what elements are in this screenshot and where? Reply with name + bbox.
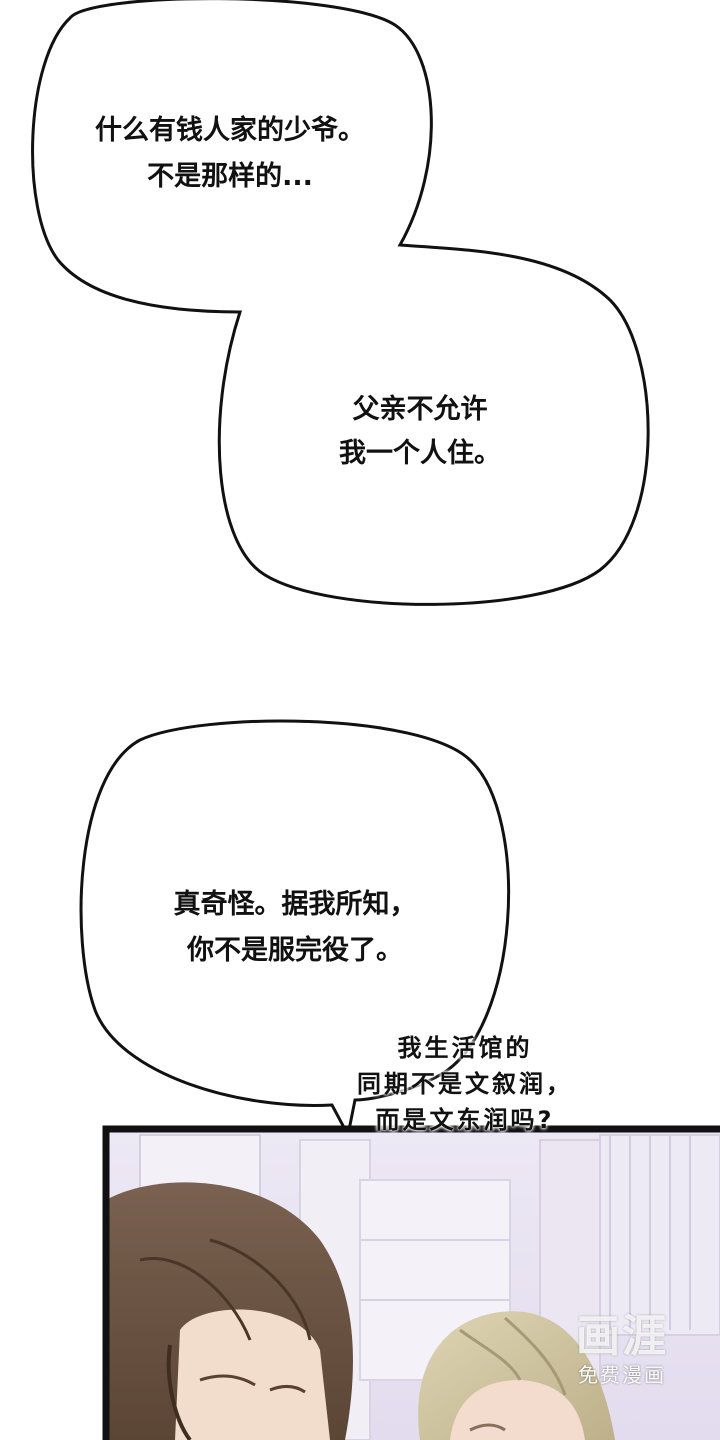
watermark-caption: 免费漫画 [578, 1363, 666, 1387]
speech-text-3: 真奇怪。据我所知， 你不是服完役了。 [110, 882, 480, 974]
character-blond-hair [418, 1311, 615, 1440]
handwritten-line: 同期不是文叙润， [357, 1070, 573, 1098]
speech-line: 什么有钱人家的少爷。 [95, 115, 365, 146]
speech-bubble-middle [79, 719, 510, 1140]
speech-line: 你不是服完役了。 [187, 935, 403, 966]
watermark-logo: 画涯 [576, 1311, 668, 1362]
speech-text-1: 什么有钱人家的少爷。 不是那样的... [50, 108, 410, 200]
handwritten-line: 而是文东润吗? [375, 1106, 555, 1134]
speech-line: 真奇怪。据我所知， [173, 889, 417, 920]
handwritten-dialogue: 我生活馆的 同期不是文叙润， 而是文东润吗? [330, 1030, 600, 1138]
speech-bubble-top [31, 0, 650, 606]
speech-line: 我一个人住。 [339, 438, 501, 469]
handwritten-line: 我生活馆的 [397, 1034, 533, 1062]
speech-text-2: 父亲不允许 我一个人住。 [300, 388, 540, 476]
speech-line: 父亲不允许 [352, 394, 488, 425]
watermark: 画涯 免费漫画 [562, 1312, 682, 1388]
comic-panel [102, 1125, 720, 1440]
character-brown-hair [106, 1182, 353, 1440]
speech-line: 不是那样的... [147, 161, 313, 192]
